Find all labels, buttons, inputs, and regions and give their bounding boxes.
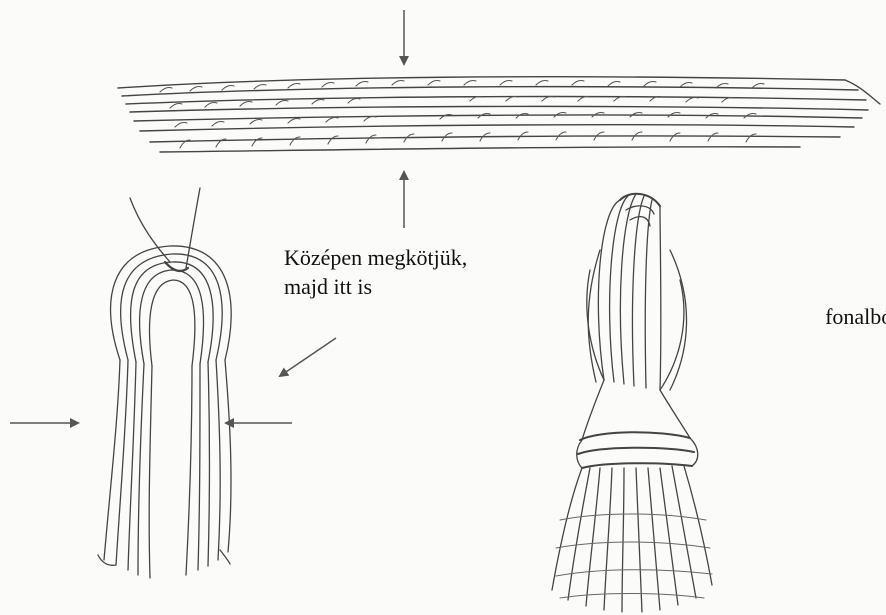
instruction-caption-right: Bo 2-s fonalból k am <box>740 244 886 360</box>
folded-yarn-hank <box>98 188 231 578</box>
caption-line: am <box>790 331 886 360</box>
caption-line: majd itt is <box>284 272 467 301</box>
finished-tassel <box>552 194 712 612</box>
arrow-diagonal-icon <box>280 338 336 376</box>
yarn-bundle-horizontal <box>118 77 880 152</box>
caption-line: fonalból k <box>700 302 886 331</box>
caption-line: Középen megkötjük, <box>284 243 467 272</box>
caption-title: Bo <box>838 244 886 273</box>
instruction-caption-left: Középen megkötjük, majd itt is <box>284 243 467 301</box>
caption-line: 2-s <box>810 273 886 302</box>
